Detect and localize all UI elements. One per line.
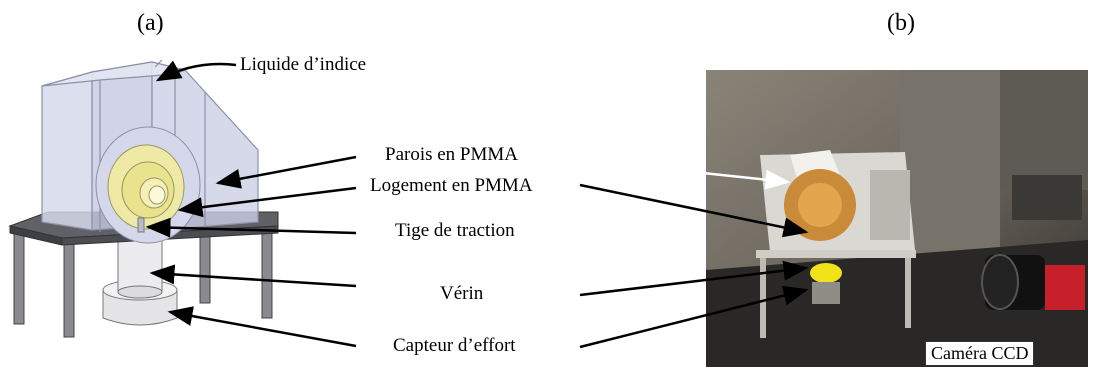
arrow-capteur-cad	[167, 306, 357, 348]
camera-label: Caméra CCD	[925, 341, 1035, 366]
arrow-logement-photo	[579, 183, 809, 238]
label-liquide: Liquide d’indice	[240, 54, 367, 75]
panel-label-b: (b)	[887, 10, 915, 36]
sample-housing	[95, 126, 201, 244]
arrow-logement-cad	[177, 186, 357, 218]
label-tige: Tige de traction	[395, 220, 515, 241]
arrow-tige-cad	[145, 217, 357, 238]
traction-rod	[137, 217, 145, 233]
actuator	[117, 239, 163, 299]
label-logement: Logement en PMMA	[370, 175, 533, 196]
arrow-parois-cad	[215, 155, 357, 189]
arrow-parois-photo	[579, 158, 791, 190]
arrow-capteur-photo	[579, 285, 809, 349]
arrow-verin-photo	[579, 260, 809, 297]
label-parois: Parois en PMMA	[385, 144, 519, 165]
arrow-liquide	[155, 60, 237, 82]
arrow-verin-cad	[149, 264, 357, 288]
label-capteur: Capteur d’effort	[393, 335, 516, 356]
photo-arrows	[579, 158, 809, 349]
photo	[706, 70, 1088, 367]
panel-label-a: (a)	[137, 10, 164, 36]
cad-arrows	[145, 60, 357, 348]
label-verin: Vérin	[440, 283, 484, 304]
cad-drawing	[8, 59, 279, 338]
